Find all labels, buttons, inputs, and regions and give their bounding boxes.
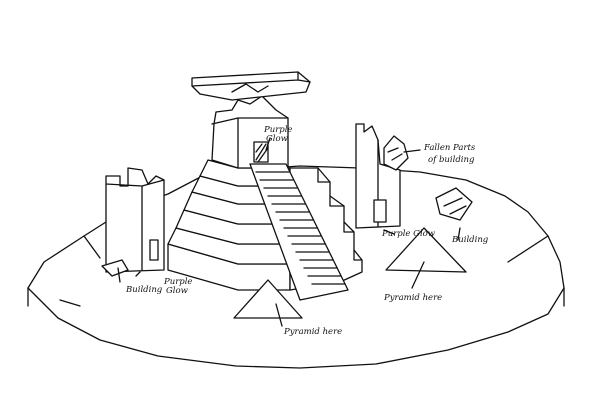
- fallen-building: [435, 187, 473, 221]
- right-pyramid: [385, 227, 467, 273]
- central-pyramid: [167, 71, 363, 301]
- purple-glow-left-label: Purple Glow: [163, 277, 195, 296]
- pyramid-bottom-label: Pyramid here: [283, 327, 342, 337]
- purple-glow-top-label: Purple Glow: [263, 125, 295, 144]
- annotations: Purple Glow Fallen Parts of building Pur…: [125, 125, 489, 337]
- building-right-label: Building: [451, 235, 489, 245]
- purple-glow-right-label: Purple Glow: [381, 229, 436, 239]
- left-ruined-tower: [101, 167, 165, 277]
- pyramid-right-label: Pyramid here: [383, 293, 442, 303]
- bottom-pyramid: [233, 279, 303, 319]
- building-left-label: Building: [125, 285, 163, 295]
- right-ruined-tower: [355, 123, 409, 229]
- annotation-lines: [117, 137, 461, 327]
- fallen-parts-label: Fallen Parts of building: [423, 143, 478, 165]
